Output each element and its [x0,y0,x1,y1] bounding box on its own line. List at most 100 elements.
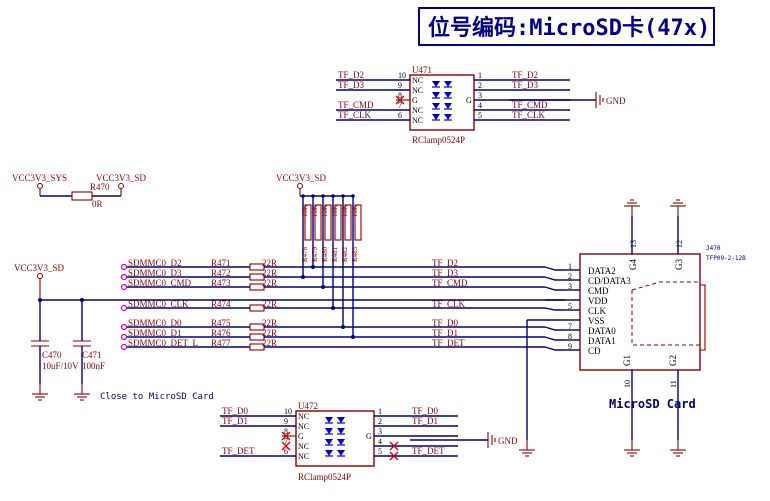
u471-left-net-10: TF_D2 [338,70,364,80]
pullup-resistor [324,204,332,241]
pullup-value-r480: 10K [321,205,329,217]
card-pin-vss: VSS [588,316,605,326]
u471-right-net-4: TF_CMD [512,100,548,110]
u471-right-num-4: 4 [478,101,482,110]
card-bot-label-g1: G1 [622,355,632,366]
u471-left-net-9: TF_D3 [338,80,365,90]
u472-right-num-2: 2 [378,417,382,426]
pullup-ref-r479: R479 [311,246,319,262]
u472-left-num-9: 9 [284,417,288,426]
u471-left-num-7: 7 [398,101,402,110]
card-pinnum-2: 2 [568,272,572,281]
card-pin-vdd: VDD [588,296,608,306]
c470-value: 10uF/10V [42,361,79,371]
card-pinnum-9: 9 [568,342,572,351]
pullup-ref-r481: R481 [331,246,339,262]
card-pinnum-3: 3 [568,282,572,291]
u472-left-pin-8: G [298,432,304,441]
card-bot-num-10: 10 [623,380,632,388]
u472-part: RClamp0524P [298,472,351,482]
card-pin-data2: DATA2 [588,266,616,276]
u471-right-net-1: TF_D2 [512,70,538,80]
u471-diodes [432,81,452,121]
u472-left-net-10: TF_D0 [222,406,249,416]
card-pinnum-1: 1 [568,262,572,271]
u471-body [409,74,475,131]
card-pin-data0: DATA0 [588,326,616,336]
u472-right-net-2: TF_D1 [412,416,438,426]
tf-net-tf_det: TF_DET [432,338,465,348]
u472-left-num-6: 6 [284,447,288,456]
tf-net-tf_clk: TF_CLK [432,299,466,309]
u472-left-pin-7: NC [298,442,309,451]
card-bot-label-g2: G2 [668,355,678,366]
u472-ref: U472 [298,401,318,411]
card-top-num-12: 12 [675,240,684,248]
series-val-r472: 22R [262,268,277,278]
tf-net-tf_d2: TF_D2 [432,258,458,268]
series-ref-r472: R472 [211,268,231,278]
u471-gnd-label: GND [606,96,626,106]
card-pin-cmd: CMD [588,286,609,296]
vcc-sys-label: VCC3V3_SYS [12,173,67,183]
pullup-resistor [354,204,362,241]
pullup-resistor [314,204,322,241]
r470-value: 0R [92,199,103,209]
microsd-connector: J470 TFP09-2-12B DATA2CD/DATA3CMDVDDCLKV… [545,199,746,457]
u472-left-num-8: 8 [284,427,288,436]
pullup-resistor [344,204,352,241]
u472-right-num-1: 1 [378,407,382,416]
u471-right-num-2: 2 [478,81,482,90]
u472-left-net-9: TF_D1 [222,416,248,426]
card-pinnum-7: 7 [568,322,572,331]
pullup-ref-r482: R482 [341,246,349,262]
card-top-label-g3: G3 [674,259,684,270]
u472-right-net-5: TF_DET [412,446,445,456]
note-close-to-card: Close to MicroSD Card [100,392,214,402]
u471-ref: U471 [412,65,432,75]
card-top-num-13: 13 [629,240,638,248]
vdd-caps: VCC3V3_SD C470 10uF/10V C471 100nF Close… [14,263,565,402]
u472-right-num-3: 3 [378,427,382,436]
vss-ground [518,319,565,457]
series-ref-r477: R477 [211,338,231,348]
u471-left-num-6: 6 [398,111,402,120]
card-body [579,253,701,371]
u472-right-num-5: 5 [378,447,382,456]
pullup-value-r481: 10K [331,205,339,217]
r470-ref: R470 [90,182,110,192]
vcc-sd-label-top: VCC3V3_SD [96,173,147,183]
u471-left-num-8: 8 [398,91,402,100]
tf-net-tf_d3: TF_D3 [432,268,459,278]
u471-tvs-array: U471 RClamp0524P TF_D2TF_D3TF_CMDTF_CLK1… [336,65,626,145]
u471-left-pin-6: NC [412,116,423,125]
u472-tvs-array: U472 RClamp0524P TF_D0TF_D1TF_DET10NC9NC… [220,401,518,482]
series-val-r473: 22R [262,278,277,288]
card-pin-cd: CD [588,346,601,356]
caps-vcc-label: VCC3V3_SD [14,263,65,273]
host-net-sdmmc0_d3: SDMMC0_D3 [128,268,182,278]
pullup-resistors: 10KR47810KR47910KR48010KR48110KR48210KR4… [301,194,362,339]
card-part: TFP09-2-12B [706,255,746,262]
card-top-label-g4: G4 [628,259,638,270]
u471-left-pin-7: NC [412,106,423,115]
u471-left-num-10: 10 [398,71,406,80]
u471-left-net-7: TF_CMD [338,100,374,110]
series-val-r475: 22R [262,318,277,328]
u471-right-net-2: TF_D3 [512,80,539,90]
u471-part: RClamp0524P [412,135,465,145]
pullup-bank: VCC3V3_SD 10KR47810KR47910KR48010KR48110… [276,173,362,339]
c471-ref: C471 [82,350,102,360]
u472-left-num-7: 7 [284,437,288,446]
host-net-sdmmc0_det_l: SDMMC0_DET_L [128,338,198,348]
u472-left-net-6: TF_DET [222,446,255,456]
u472-right-num-4: 4 [378,437,382,446]
u472-left-num-10: 10 [284,407,292,416]
c471-value: 100nF [82,361,105,371]
pullup-value-r479: 10K [311,205,319,217]
u471-left-pin-9: NC [412,86,423,95]
